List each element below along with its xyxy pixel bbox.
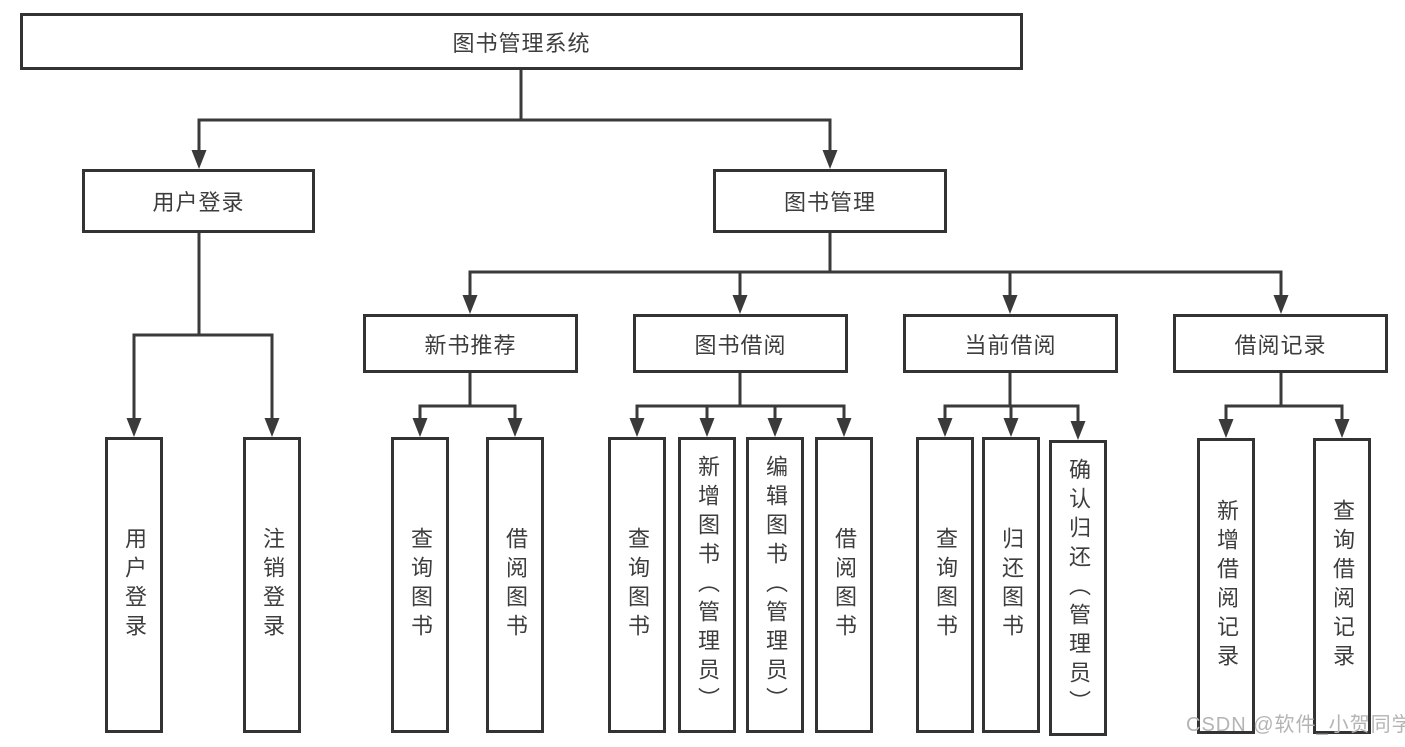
node-label: 当前借阅 (964, 332, 1057, 358)
leaf-query-books: 查询图书 (391, 437, 449, 733)
node-label: 新增图书（管理员） (695, 454, 720, 716)
node-new-book-recommend: 新书推荐 (363, 314, 578, 373)
node-user-login: 用户登录 (82, 169, 315, 233)
node-current-borrowing: 当前借阅 (903, 314, 1118, 373)
node-label: 编辑图书（管理员） (763, 454, 788, 716)
node-label: 新书推荐 (424, 332, 517, 358)
node-book-management: 图书管理 (713, 169, 947, 233)
leaf-query-books: 查询图书 (916, 437, 974, 733)
leaf-logout: 注销登录 (243, 437, 301, 733)
node-label: 用户登录 (122, 527, 147, 643)
leaf-add-borrow-record: 新增借阅记录 (1197, 438, 1255, 734)
node-label: 图书管理系统 (452, 30, 591, 56)
node-label: 查询图书 (933, 527, 958, 643)
node-label: 借阅图书 (503, 527, 528, 643)
leaf-borrow-books: 借阅图书 (486, 437, 544, 733)
node-label: 图书借阅 (694, 332, 787, 358)
node-label: 确认归还（管理员） (1066, 457, 1091, 719)
leaf-confirm-return-admin: 确认归还（管理员） (1049, 440, 1107, 736)
leaf-edit-books-admin: 编辑图书（管理员） (746, 437, 804, 733)
csdn-watermark: CSDN @软件_小贺同学 (1186, 714, 1405, 736)
node-label: 图书管理 (783, 190, 876, 215)
node-label: 借阅图书 (832, 527, 857, 643)
node-label: 借阅记录 (1234, 332, 1327, 358)
leaf-user-login: 用户登录 (105, 437, 163, 733)
leaf-add-books-admin: 新增图书（管理员） (678, 437, 736, 733)
leaf-borrow-books: 借阅图书 (815, 437, 873, 733)
node-book-borrowing: 图书借阅 (633, 314, 848, 373)
node-label: 注销登录 (260, 527, 285, 643)
node-label: 用户登录 (152, 190, 245, 215)
node-label: 新增借阅记录 (1214, 499, 1239, 673)
node-library-management-system: 图书管理系统 (20, 13, 1023, 70)
leaf-query-borrow-record: 查询借阅记录 (1313, 438, 1371, 734)
node-label: 查询图书 (408, 527, 433, 643)
node-label: 查询借阅记录 (1330, 499, 1355, 673)
leaf-return-books: 归还图书 (982, 437, 1040, 733)
node-label: 归还图书 (999, 527, 1024, 643)
leaf-query-books: 查询图书 (608, 437, 666, 733)
node-label: 查询图书 (625, 527, 650, 643)
arrowhead-icons (126, 150, 1350, 440)
node-borrowing-records: 借阅记录 (1173, 314, 1388, 373)
